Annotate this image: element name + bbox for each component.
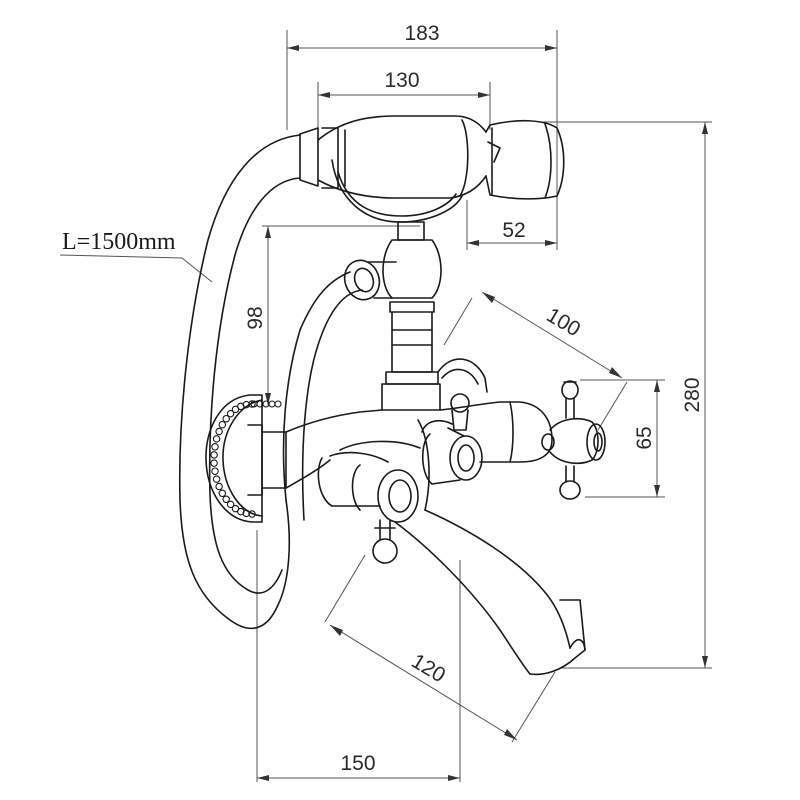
flange-bead [210,451,218,459]
dimension-150: 150 [256,530,461,782]
bath-spout [394,509,586,676]
flange-beads-left [210,400,282,518]
flange-bead [212,475,221,483]
flange-bead [222,414,230,423]
flange-bead [242,400,251,409]
dimension-130: 130 [317,69,491,130]
hose-length-label: L=1500mm [62,229,176,255]
diverter-knob [421,419,483,485]
dimension-label-280: 280 [681,377,704,412]
dimension-183: 183 [286,22,558,250]
flange-bead [274,400,282,408]
hand-shower [299,115,565,223]
dimension-98: 98 [244,225,420,405]
flange-bead [215,427,223,436]
dimension-label-150: 150 [340,752,375,775]
dimension-label-65: 65 [633,426,656,449]
wall-flange-right [437,358,488,431]
flange-bead [248,510,256,518]
flange-bead [248,400,256,408]
flange-bead [211,443,219,451]
dimension-label-52: 52 [502,219,525,242]
flange-bead [222,495,230,504]
flange-bead [226,409,235,418]
flange-bead [231,504,240,513]
flange-bead [218,420,227,429]
cross-handle-right [541,380,606,500]
dimension-label-120: 120 [407,650,449,688]
flange-bead [210,459,218,467]
hose-length-callout: L=1500mm [59,229,213,283]
dimension-label-98: 98 [244,306,267,329]
flange-bead [211,467,219,475]
cradle-column [381,221,442,411]
dimension-280: 280 [540,121,712,669]
dimension-65: 65 [580,379,665,498]
shower-hose [178,134,363,630]
mixer-body [285,401,553,511]
dimension-label-130: 130 [384,69,419,92]
spout-feeder [317,451,419,523]
dimension-100: 100 [443,291,628,431]
flange-bead [215,482,223,491]
dimension-label-183: 183 [404,22,439,45]
flange-bead [268,400,276,408]
wall-flange-left [205,394,287,523]
dimension-52: 52 [466,200,557,250]
hose-connector [343,259,397,301]
flange-bead [226,500,235,509]
dimension-label-100: 100 [542,304,584,342]
lower-handle [372,519,398,564]
dimension-120: 120 [324,554,556,743]
flange-bead [212,435,221,443]
flange-bead [218,489,227,498]
